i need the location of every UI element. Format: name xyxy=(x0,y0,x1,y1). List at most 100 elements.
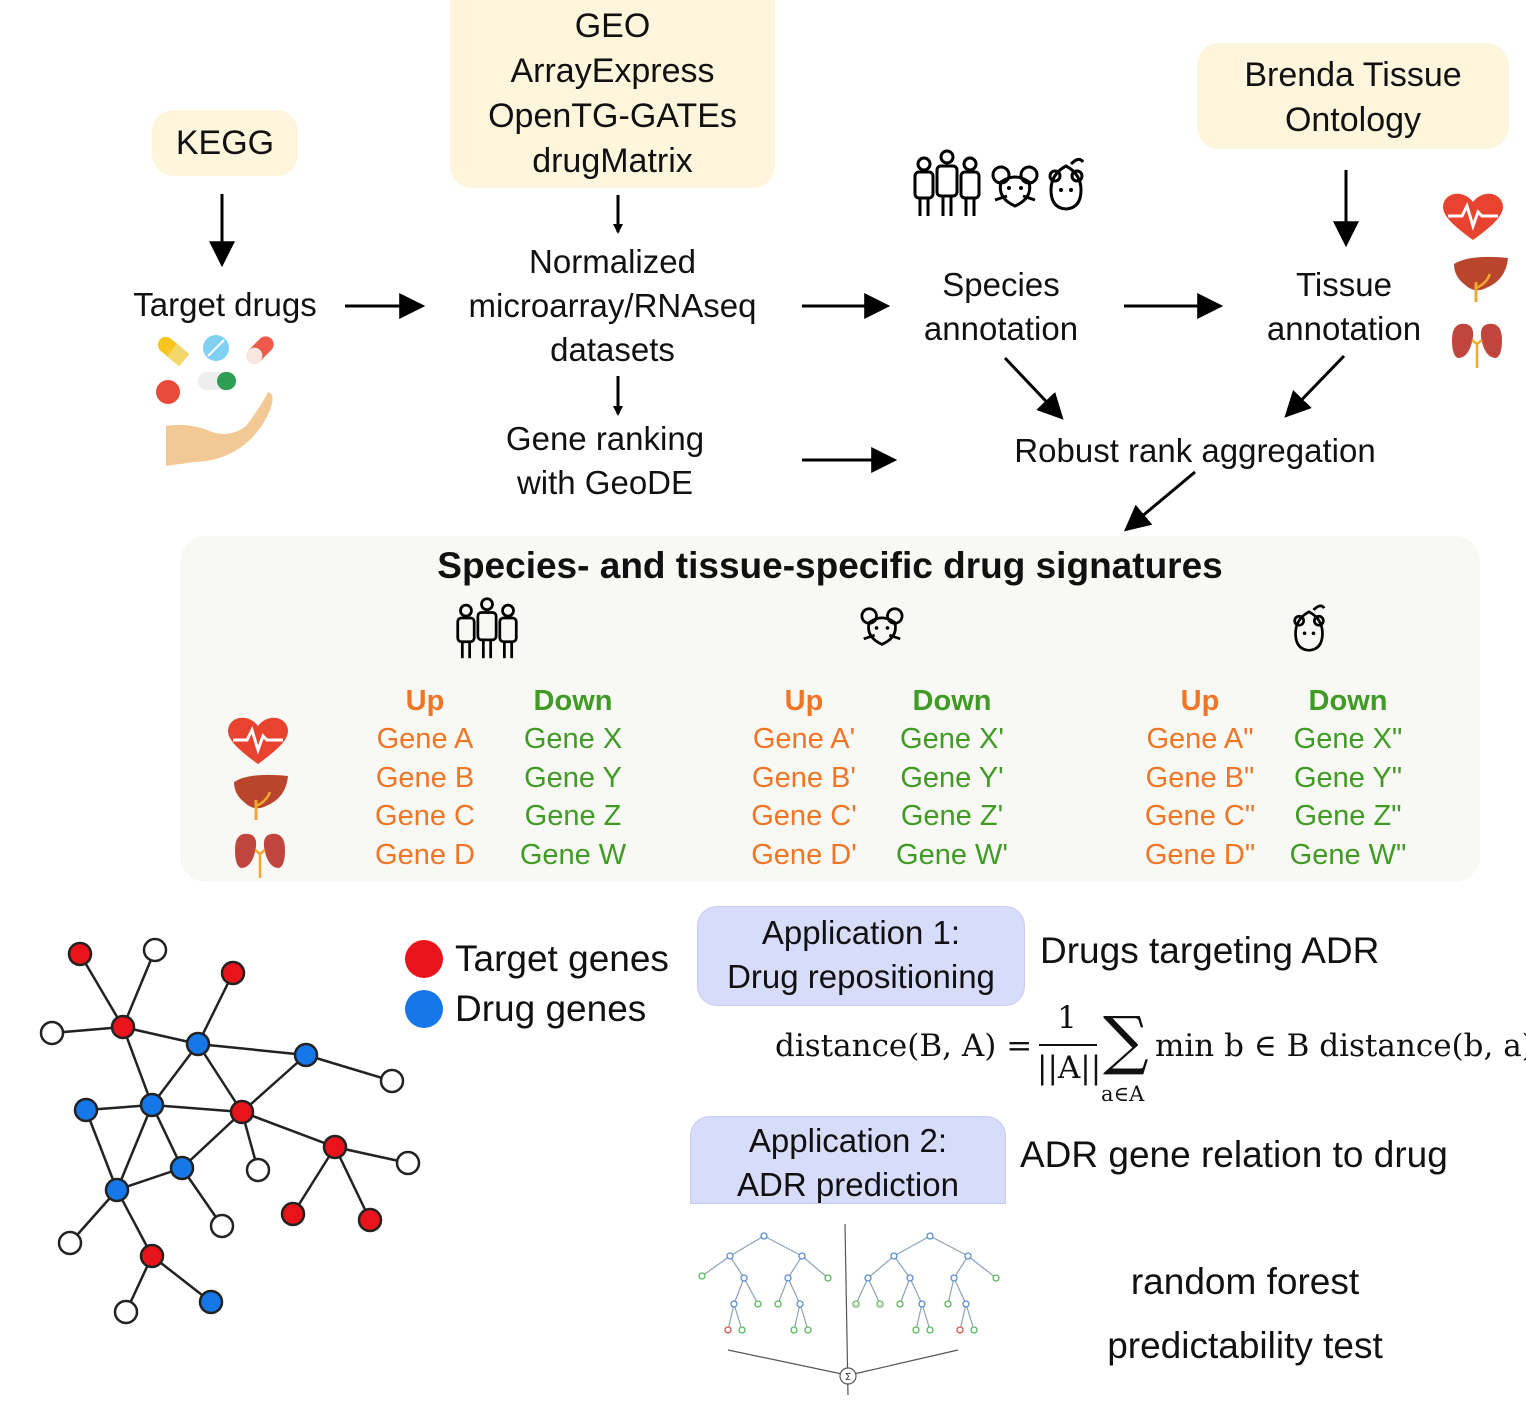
flow-arrows xyxy=(209,170,1359,532)
target-gene-node xyxy=(229,1099,255,1125)
gene-group-human: Up Gene A Gene B Gene C Gene D Down Gene… xyxy=(355,682,655,874)
target-gene-node xyxy=(110,1014,136,1040)
mouse-icon xyxy=(1048,157,1085,211)
drug-gene-node xyxy=(73,1097,99,1123)
species-annotation-label: Species annotation xyxy=(895,263,1107,351)
species-line-1: Species xyxy=(942,266,1060,303)
source-drugmatrix: drugMatrix xyxy=(532,142,693,180)
formula-fraction-bar xyxy=(1039,1044,1097,1046)
app2-line-1: Application 2: xyxy=(748,1122,948,1159)
formula-lhs: distance(B, A) = xyxy=(775,1028,1033,1064)
signatures-title: Species- and tissue-specific drug signat… xyxy=(437,545,1223,586)
mouse-icon xyxy=(1293,604,1326,652)
expression-sources-box: GEO ArrayExpress OpenTG-GATEs drugMatrix xyxy=(450,0,775,188)
formula-sum-symbol: ∑ xyxy=(1103,1004,1149,1078)
target-gene-node xyxy=(357,1207,383,1233)
other-gene-node xyxy=(142,937,168,963)
target-gene-node xyxy=(139,1243,165,1269)
gene-up: Gene B" xyxy=(1145,761,1255,794)
gene-down: Gene X xyxy=(523,723,623,755)
other-gene-node xyxy=(57,1230,83,1256)
normalized-line-3: datasets xyxy=(550,331,675,368)
normalized-datasets-label: Normalized microarray/RNAseq datasets xyxy=(440,240,785,372)
up-column: Up Gene A" Gene B" Gene C" Gene D" xyxy=(1128,682,1272,874)
up-column: Up Gene A Gene B Gene C Gene D xyxy=(355,682,495,874)
drug-gene-node xyxy=(185,1031,211,1057)
rf-line-2: predictability test xyxy=(1107,1325,1383,1366)
source-arrayexpress: ArrayExpress xyxy=(510,52,715,90)
kidney-icon xyxy=(235,833,285,878)
down-column: Down Gene X' Gene Y' Gene Z' Gene W' xyxy=(874,682,1030,874)
other-gene-node xyxy=(395,1150,421,1176)
kegg-box: KEGG xyxy=(152,110,298,176)
arrow-tissue-rra xyxy=(1284,354,1346,418)
legend: Target genes Drug genes xyxy=(405,935,700,1033)
down-column: Down Gene X" Gene Y" Gene Z" Gene W" xyxy=(1272,682,1424,874)
gene-down: Gene W' xyxy=(896,838,1008,871)
gene-up: Gene B xyxy=(375,761,475,794)
liver-icon xyxy=(234,774,288,820)
gene-down: Gene Z' xyxy=(900,800,1004,832)
pills-icon xyxy=(156,335,274,404)
target-node-swatch xyxy=(405,940,443,978)
gene-up: Gene A xyxy=(376,723,474,755)
signatures-panel xyxy=(180,536,1480,882)
gene-down: Gene Z xyxy=(524,800,622,832)
gene-group-mouse: Up Gene A" Gene B" Gene C" Gene D" Down … xyxy=(1128,682,1428,874)
app1-line-1: Application 1: xyxy=(761,914,961,951)
distance-formula: distance(B, A) = 1 ||A|| ∑ a∈A min b ∈ B… xyxy=(775,1000,1526,1110)
gene-down: Gene Y' xyxy=(900,761,1004,794)
gene-down: Gene Y" xyxy=(1293,761,1403,794)
random-forest-label: random forest predictability test xyxy=(1070,1250,1420,1378)
drug-gene-node xyxy=(139,1092,165,1118)
up-header: Up xyxy=(784,685,824,717)
network-icon xyxy=(39,937,421,1325)
gene-up: Gene B' xyxy=(752,761,856,794)
gene-group-rat: Up Gene A' Gene B' Gene C' Gene D' Down … xyxy=(734,682,1034,874)
gene-up: Gene C" xyxy=(1144,800,1256,832)
rf-line-1: random forest xyxy=(1130,1261,1360,1302)
gene-down: Gene X" xyxy=(1293,723,1403,755)
gene-up: Gene C' xyxy=(751,800,857,832)
target-gene-node xyxy=(322,1134,348,1160)
rat-icon xyxy=(991,165,1039,208)
species-line-2: annotation xyxy=(923,310,1079,347)
gene-down: Gene Z" xyxy=(1294,800,1402,832)
up-header: Up xyxy=(405,685,445,717)
app2-line-2: ADR prediction xyxy=(737,1166,959,1203)
drug-gene-node xyxy=(169,1155,195,1181)
kegg-label: KEGG xyxy=(175,124,275,162)
brenda-line-2: Ontology xyxy=(1284,101,1422,139)
heart-icon xyxy=(1443,193,1503,240)
legend-drug: Drug genes xyxy=(405,985,700,1033)
gene-up: Gene A" xyxy=(1146,723,1254,755)
gene-up: Gene C xyxy=(375,800,475,832)
people-icon xyxy=(456,597,518,659)
tissue-line-1: Tissue xyxy=(1296,266,1392,303)
app1-description: Drugs targeting ADR xyxy=(1040,930,1380,971)
legend-drug-label: Drug genes xyxy=(455,988,647,1029)
gene-down: Gene X' xyxy=(900,723,1004,755)
hand-icon xyxy=(166,392,273,466)
normalized-line-1: Normalized xyxy=(529,243,696,280)
sigma-symbol: Σ xyxy=(845,1372,851,1383)
down-column: Down Gene X Gene Y Gene Z Gene W xyxy=(495,682,651,874)
source-opentg-gates: OpenTG-GATEs xyxy=(488,97,737,135)
gene-up: Gene A' xyxy=(752,723,856,755)
other-gene-node xyxy=(209,1213,235,1239)
tissue-line-2: annotation xyxy=(1266,310,1422,347)
gene-up: Gene D' xyxy=(751,838,857,871)
gene-up: Gene D" xyxy=(1144,838,1256,871)
source-geo: GEO xyxy=(574,7,651,45)
up-column: Up Gene A' Gene B' Gene C' Gene D' xyxy=(734,682,874,874)
application-1-box: Application 1: Drug repositioning xyxy=(697,906,1025,1006)
down-header: Down xyxy=(533,685,613,717)
rra-label: Robust rank aggregation xyxy=(1014,432,1376,469)
gene-ranking-line-1: Gene ranking xyxy=(505,420,705,457)
target-drugs-label: Target drugs xyxy=(133,286,317,323)
tissue-annotation-label: Tissue annotation xyxy=(1244,263,1444,351)
down-header: Down xyxy=(1308,685,1388,717)
gene-down: Gene W" xyxy=(1289,838,1407,871)
gene-ranking-label: Gene ranking with GeoDE xyxy=(480,417,730,505)
